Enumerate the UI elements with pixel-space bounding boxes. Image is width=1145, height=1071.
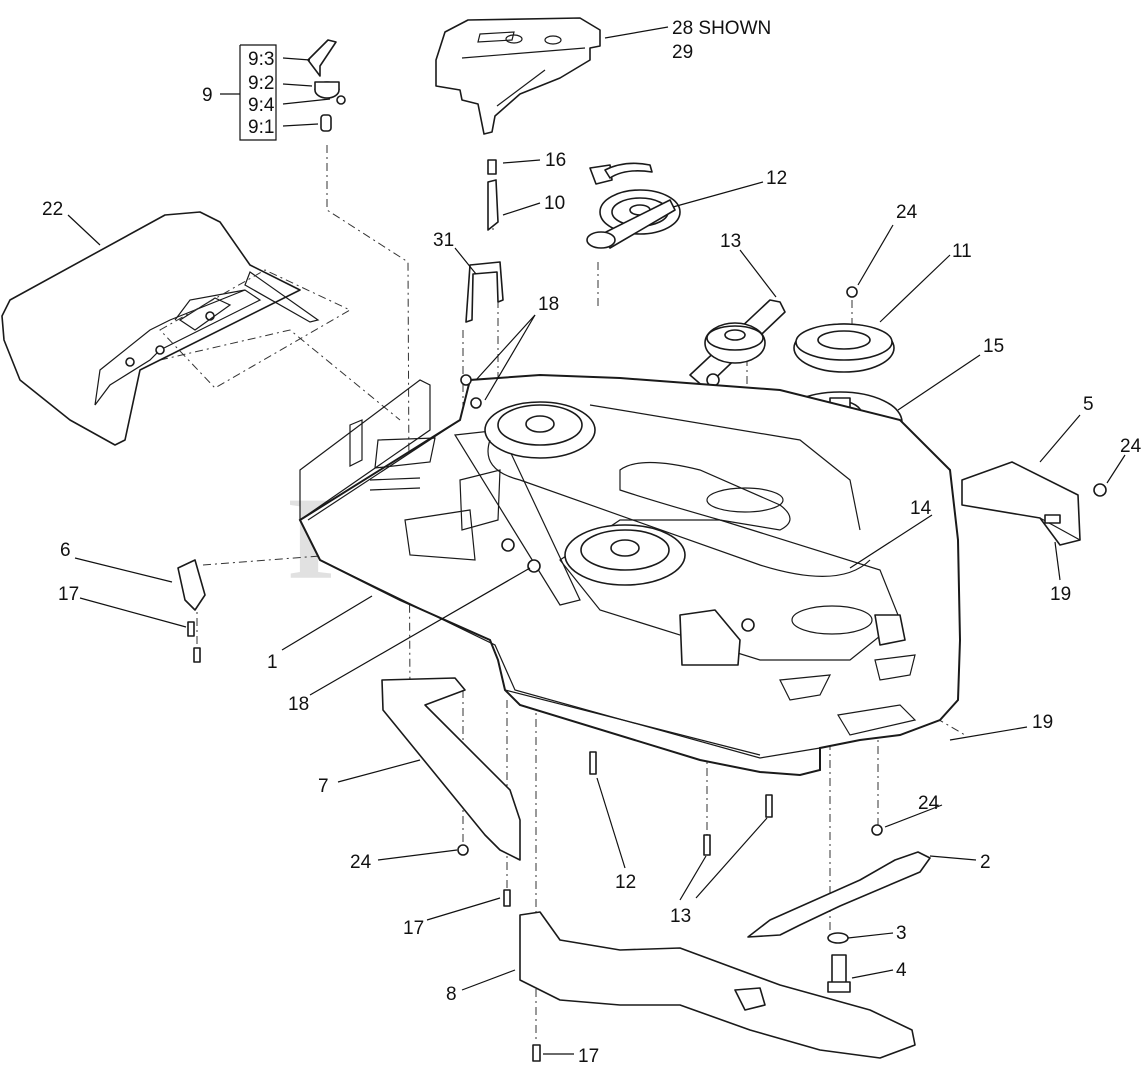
callout-18-bottom: 18	[288, 694, 309, 715]
deck-pulleys-belt	[484, 401, 906, 666]
callout-17-mid: 17	[403, 918, 424, 939]
callout-5: 5	[1083, 394, 1094, 415]
callout-18-top: 18	[538, 294, 559, 315]
callout-9-1: 9:1	[248, 117, 274, 138]
callout-13-top: 13	[720, 231, 741, 252]
idler-bracket-parts	[465, 159, 681, 323]
control-arm-assembly	[307, 39, 346, 132]
callout-24-top: 24	[896, 202, 918, 223]
callout-1: 1	[267, 652, 278, 673]
callout-24-left: 24	[350, 852, 372, 873]
belt-cover	[435, 17, 601, 135]
callout-13-bottom: 13	[670, 906, 691, 927]
callout-31: 31	[433, 230, 454, 251]
callout-6: 6	[60, 540, 71, 561]
rear-baffle	[1, 211, 352, 446]
side-brackets	[177, 559, 521, 861]
callout-28-shown: 28 SHOWN	[672, 18, 771, 39]
idler-arm	[689, 299, 786, 389]
callout-3: 3	[896, 923, 907, 944]
callout-11: 11	[952, 241, 972, 262]
bottom-guard	[519, 911, 916, 1059]
callout-9: 9	[202, 85, 213, 106]
callout-8: 8	[446, 984, 457, 1005]
callout-leaders	[67, 26, 1126, 1055]
callout-7: 7	[318, 776, 329, 797]
right-guard	[961, 461, 1081, 546]
callout-14: 14	[910, 498, 932, 519]
callout-2: 2	[980, 852, 991, 873]
callout-15: 15	[983, 336, 1004, 357]
blade-assembly	[747, 851, 931, 993]
callout-16: 16	[545, 150, 566, 171]
callout-12-bottom: 12	[615, 872, 636, 893]
callout-22: 22	[42, 199, 63, 220]
callout-10: 10	[544, 193, 565, 214]
hardware	[187, 374, 1107, 1062]
callout-19-right: 19	[1050, 584, 1071, 605]
callout-17-bottom: 17	[578, 1046, 599, 1067]
callout-29: 29	[672, 42, 693, 63]
callout-12-top: 12	[766, 168, 787, 189]
callout-17-left: 17	[58, 584, 79, 605]
callout-24-mid: 24	[918, 793, 940, 814]
callout-9-3: 9:3	[248, 49, 274, 70]
callout-24-right: 24	[1120, 436, 1142, 457]
callout-9-2: 9:2	[248, 73, 274, 94]
callout-labels: 28 SHOWN 29 9 9:3 9:2 9:4 9:1 16 10 12 1…	[42, 18, 1142, 1067]
callout-4: 4	[896, 960, 907, 981]
callout-9-4: 9:4	[248, 95, 275, 116]
callout-19-mid: 19	[1032, 712, 1053, 733]
